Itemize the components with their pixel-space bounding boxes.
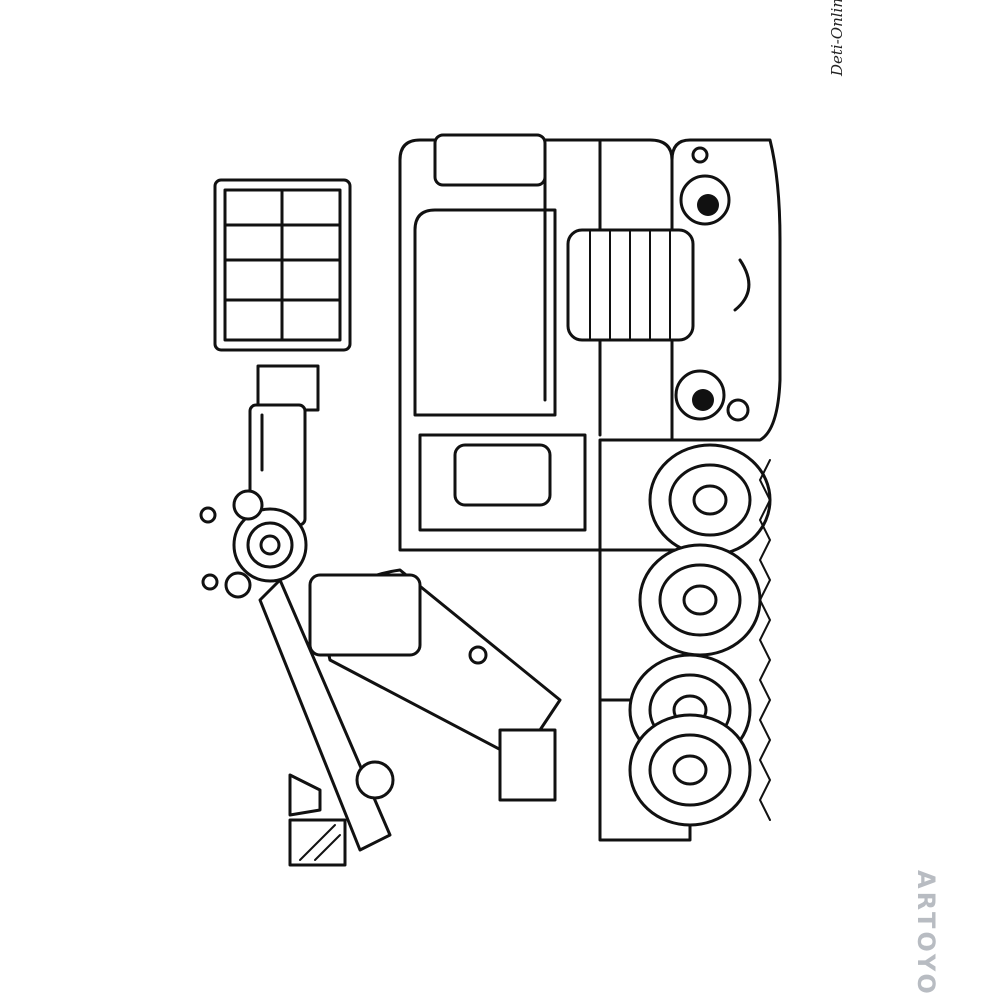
boom-pivot <box>201 491 306 597</box>
lower-boom <box>260 570 560 865</box>
truck-cab <box>400 135 672 550</box>
watermark-brand: ARTOYO <box>912 870 940 997</box>
wheel-front <box>650 445 770 555</box>
upper-boom <box>250 366 318 525</box>
ground-line <box>760 460 770 820</box>
wheel-rear-b <box>630 715 750 825</box>
watermark-site: Deti-Online.com <box>828 0 846 76</box>
wheel-middle <box>640 545 760 655</box>
truck-face <box>568 140 780 440</box>
lift-basket <box>215 180 350 350</box>
bucket-truck <box>201 135 780 865</box>
